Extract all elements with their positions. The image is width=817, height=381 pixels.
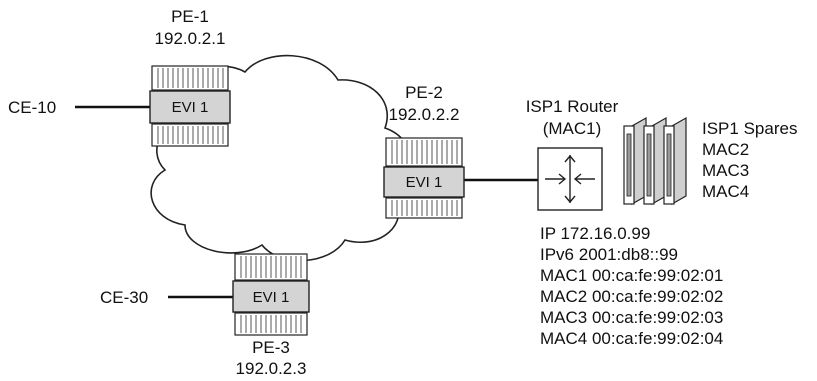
ce30-label: CE-30 (100, 288, 148, 307)
address-line-mac1: MAC1 00:ca:fe:99:02:01 (540, 266, 723, 285)
pe1-ip: 192.0.2.1 (155, 29, 226, 48)
address-line-mac2: MAC2 00:ca:fe:99:02:02 (540, 287, 723, 306)
isp-router-mac: (MAC1) (543, 119, 602, 138)
pe2-ip: 192.0.2.2 (389, 105, 460, 124)
isp-spare-mac4: MAC4 (702, 182, 749, 201)
isp-spares-title: ISP1 Spares (702, 119, 797, 138)
pe3-evi-label: EVI 1 (253, 289, 290, 306)
pe1-name: PE-1 (171, 7, 209, 26)
ce10-label: CE-10 (8, 98, 56, 117)
isp-router-name: ISP1 Router (526, 97, 619, 116)
address-line-mac4: MAC4 00:ca:fe:99:02:04 (540, 329, 723, 348)
address-list: IP 172.16.0.99 IPv6 2001:db8::99 MAC1 00… (540, 224, 723, 348)
pe1-evi-label: EVI 1 (172, 99, 209, 116)
address-line-ipv6: IPv6 2001:db8::99 (540, 245, 678, 264)
pe2-evi-label: EVI 1 (406, 174, 443, 191)
address-line-ip: IP 172.16.0.99 (540, 224, 650, 243)
isp-spare-mac3: MAC3 (702, 161, 749, 180)
pe3-ip: 192.0.2.3 (236, 359, 307, 378)
isp-spare-cards (624, 118, 686, 204)
isp-spare-mac2: MAC2 (702, 140, 749, 159)
address-line-mac3: MAC3 00:ca:fe:99:02:03 (540, 308, 723, 327)
pe2-name: PE-2 (405, 83, 443, 102)
pe3-name: PE-3 (252, 338, 290, 357)
isp-router-icon (538, 148, 602, 210)
